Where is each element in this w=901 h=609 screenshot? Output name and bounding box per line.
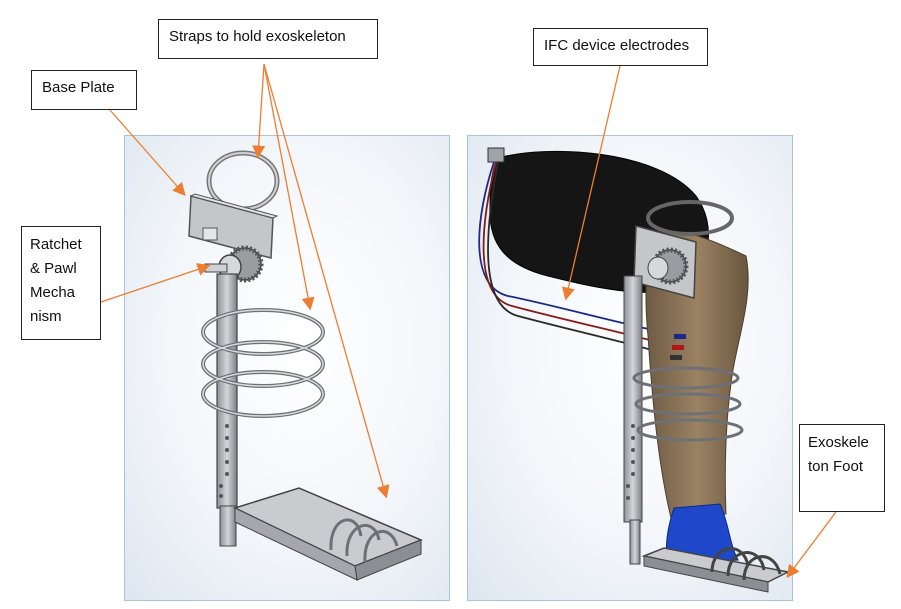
- adjustment-holes: [219, 424, 229, 498]
- ratchet-line-3: Mecha: [30, 284, 76, 301]
- electrode-blue: [674, 334, 686, 339]
- thigh-strap: [646, 200, 734, 236]
- leg-straps: [632, 366, 744, 442]
- exoskeleton-drawing: [188, 150, 423, 581]
- electrode-connector: [487, 147, 505, 163]
- foot-straps: [329, 518, 399, 563]
- foot-straps-fitted: [710, 547, 782, 581]
- ratchet-line-4: nism: [30, 308, 62, 325]
- base-plate-label: Base Plate: [31, 70, 137, 110]
- ratchet-pawl-label: Ratchet & Pawl Mecha nism: [21, 226, 101, 340]
- exoskeleton-on-leg-panel: [467, 135, 793, 601]
- arrow-foot: [786, 511, 837, 579]
- electrode-black: [670, 355, 682, 360]
- straps-label: Straps to hold exoskeleton: [158, 19, 378, 59]
- shank: [645, 231, 749, 523]
- exoskeleton-leg-drawing: [478, 147, 791, 593]
- exoskeleton-foot-label: Exoskele ton Foot: [799, 424, 885, 512]
- shoe: [665, 503, 739, 565]
- foot-line-2: ton Foot: [808, 458, 864, 475]
- ratchet-line-1: Ratchet: [30, 236, 82, 253]
- ifc-electrodes-label: IFC device electrodes: [533, 28, 708, 66]
- exoskeleton-model-panel: [124, 135, 450, 601]
- foot-line-1: Exoskele: [808, 434, 869, 451]
- pawl-pin: [204, 263, 228, 273]
- electrode-red: [672, 345, 684, 350]
- ratchet-line-2: & Pawl: [30, 260, 77, 277]
